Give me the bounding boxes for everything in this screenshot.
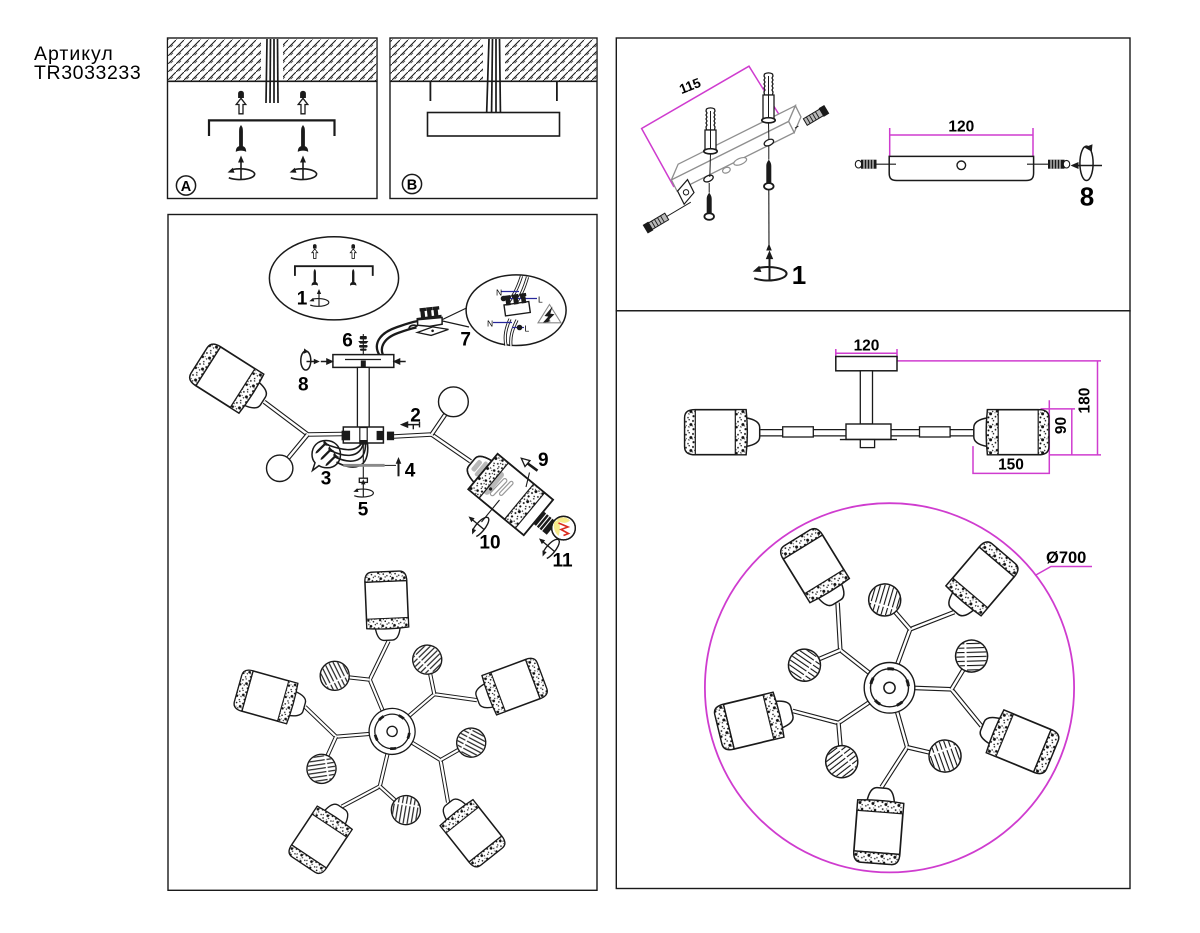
svg-text:120: 120 bbox=[854, 338, 880, 355]
svg-text:10: 10 bbox=[479, 532, 500, 553]
svg-text:L: L bbox=[525, 324, 530, 334]
svg-text:3: 3 bbox=[321, 469, 332, 490]
svg-text:L: L bbox=[538, 295, 543, 305]
svg-text:Ø700: Ø700 bbox=[1046, 549, 1086, 567]
svg-text:7: 7 bbox=[460, 330, 471, 351]
svg-text:120: 120 bbox=[948, 119, 974, 136]
svg-text:1: 1 bbox=[792, 260, 806, 290]
svg-text:Артикул: Артикул bbox=[34, 43, 114, 65]
svg-text:A: A bbox=[181, 179, 192, 195]
svg-text:8: 8 bbox=[1080, 182, 1094, 212]
svg-text:N: N bbox=[487, 319, 493, 329]
svg-text:2: 2 bbox=[410, 406, 421, 427]
svg-text:150: 150 bbox=[998, 457, 1024, 474]
svg-text:5: 5 bbox=[358, 500, 369, 521]
svg-text:9: 9 bbox=[538, 450, 549, 471]
svg-text:1: 1 bbox=[297, 289, 308, 310]
svg-text:90: 90 bbox=[1053, 417, 1070, 434]
svg-text:TR3033233: TR3033233 bbox=[34, 62, 141, 84]
svg-text:4: 4 bbox=[405, 461, 416, 482]
svg-text:180: 180 bbox=[1077, 388, 1094, 414]
svg-text:115: 115 bbox=[677, 75, 703, 97]
svg-text:B: B bbox=[407, 178, 417, 194]
svg-text:11: 11 bbox=[552, 551, 573, 572]
svg-text:8: 8 bbox=[298, 375, 309, 396]
svg-text:N: N bbox=[496, 288, 502, 298]
svg-text:6: 6 bbox=[342, 331, 353, 352]
